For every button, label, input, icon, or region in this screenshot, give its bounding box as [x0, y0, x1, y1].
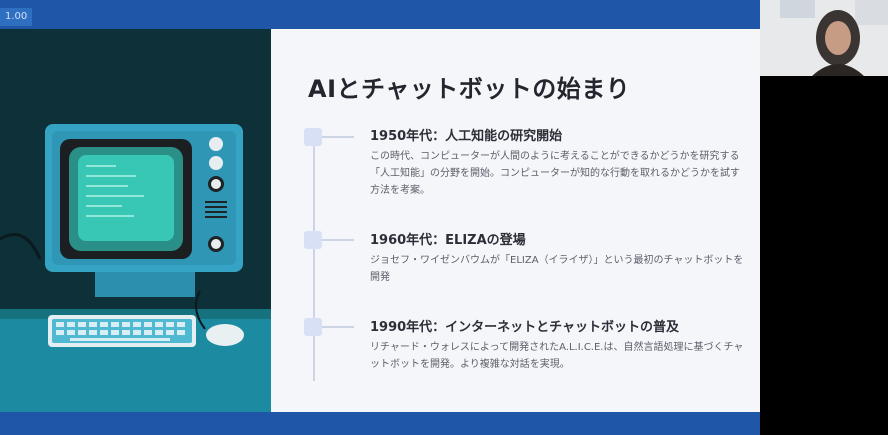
slide-content: AIとチャットボットの始まり 1950年代：人工知能の研究開始 この時代、コンピ… — [271, 29, 760, 412]
timeline-marker — [304, 128, 322, 146]
event-description-1960s: ジョセフ・ワイゼンバウムが「ELIZA（イライザ）」という最初のチャットボットを… — [370, 255, 744, 283]
timeline-connector — [322, 326, 354, 328]
webcam-video-thumbnail[interactable] — [760, 0, 888, 76]
timeline-line — [313, 129, 315, 381]
event-title-1950s: 1950年代：人工知能の研究開始 — [370, 129, 563, 144]
presentation-area: 1.00 — [0, 0, 760, 435]
slide-title: AIとチャットボットの始まり — [308, 75, 631, 103]
retro-computer-illustration — [0, 29, 271, 412]
slide-header-bar — [0, 0, 760, 29]
event-title-1960s: 1960年代：ELIZAの登場 — [370, 233, 526, 248]
event-description-1990s: リチャード・ウォレスによって開発されたA.L.I.C.E.は、自然言語処理に基づ… — [370, 342, 744, 370]
timeline-connector — [322, 239, 354, 241]
retro-computer-image — [0, 29, 271, 412]
presenter-video — [760, 0, 888, 76]
zoom-badge[interactable]: 1.00 — [0, 8, 33, 26]
event-description-1950s: この時代、コンピューターが人間のように考えることができるかどうかを研究する「人工… — [370, 151, 740, 196]
slide-footer-bar — [0, 412, 760, 435]
event-title-1990s: 1990年代：インターネットとチャットボットの普及 — [370, 320, 680, 335]
timeline-marker — [304, 231, 322, 249]
timeline-marker — [304, 318, 322, 336]
timeline-connector — [322, 136, 354, 138]
